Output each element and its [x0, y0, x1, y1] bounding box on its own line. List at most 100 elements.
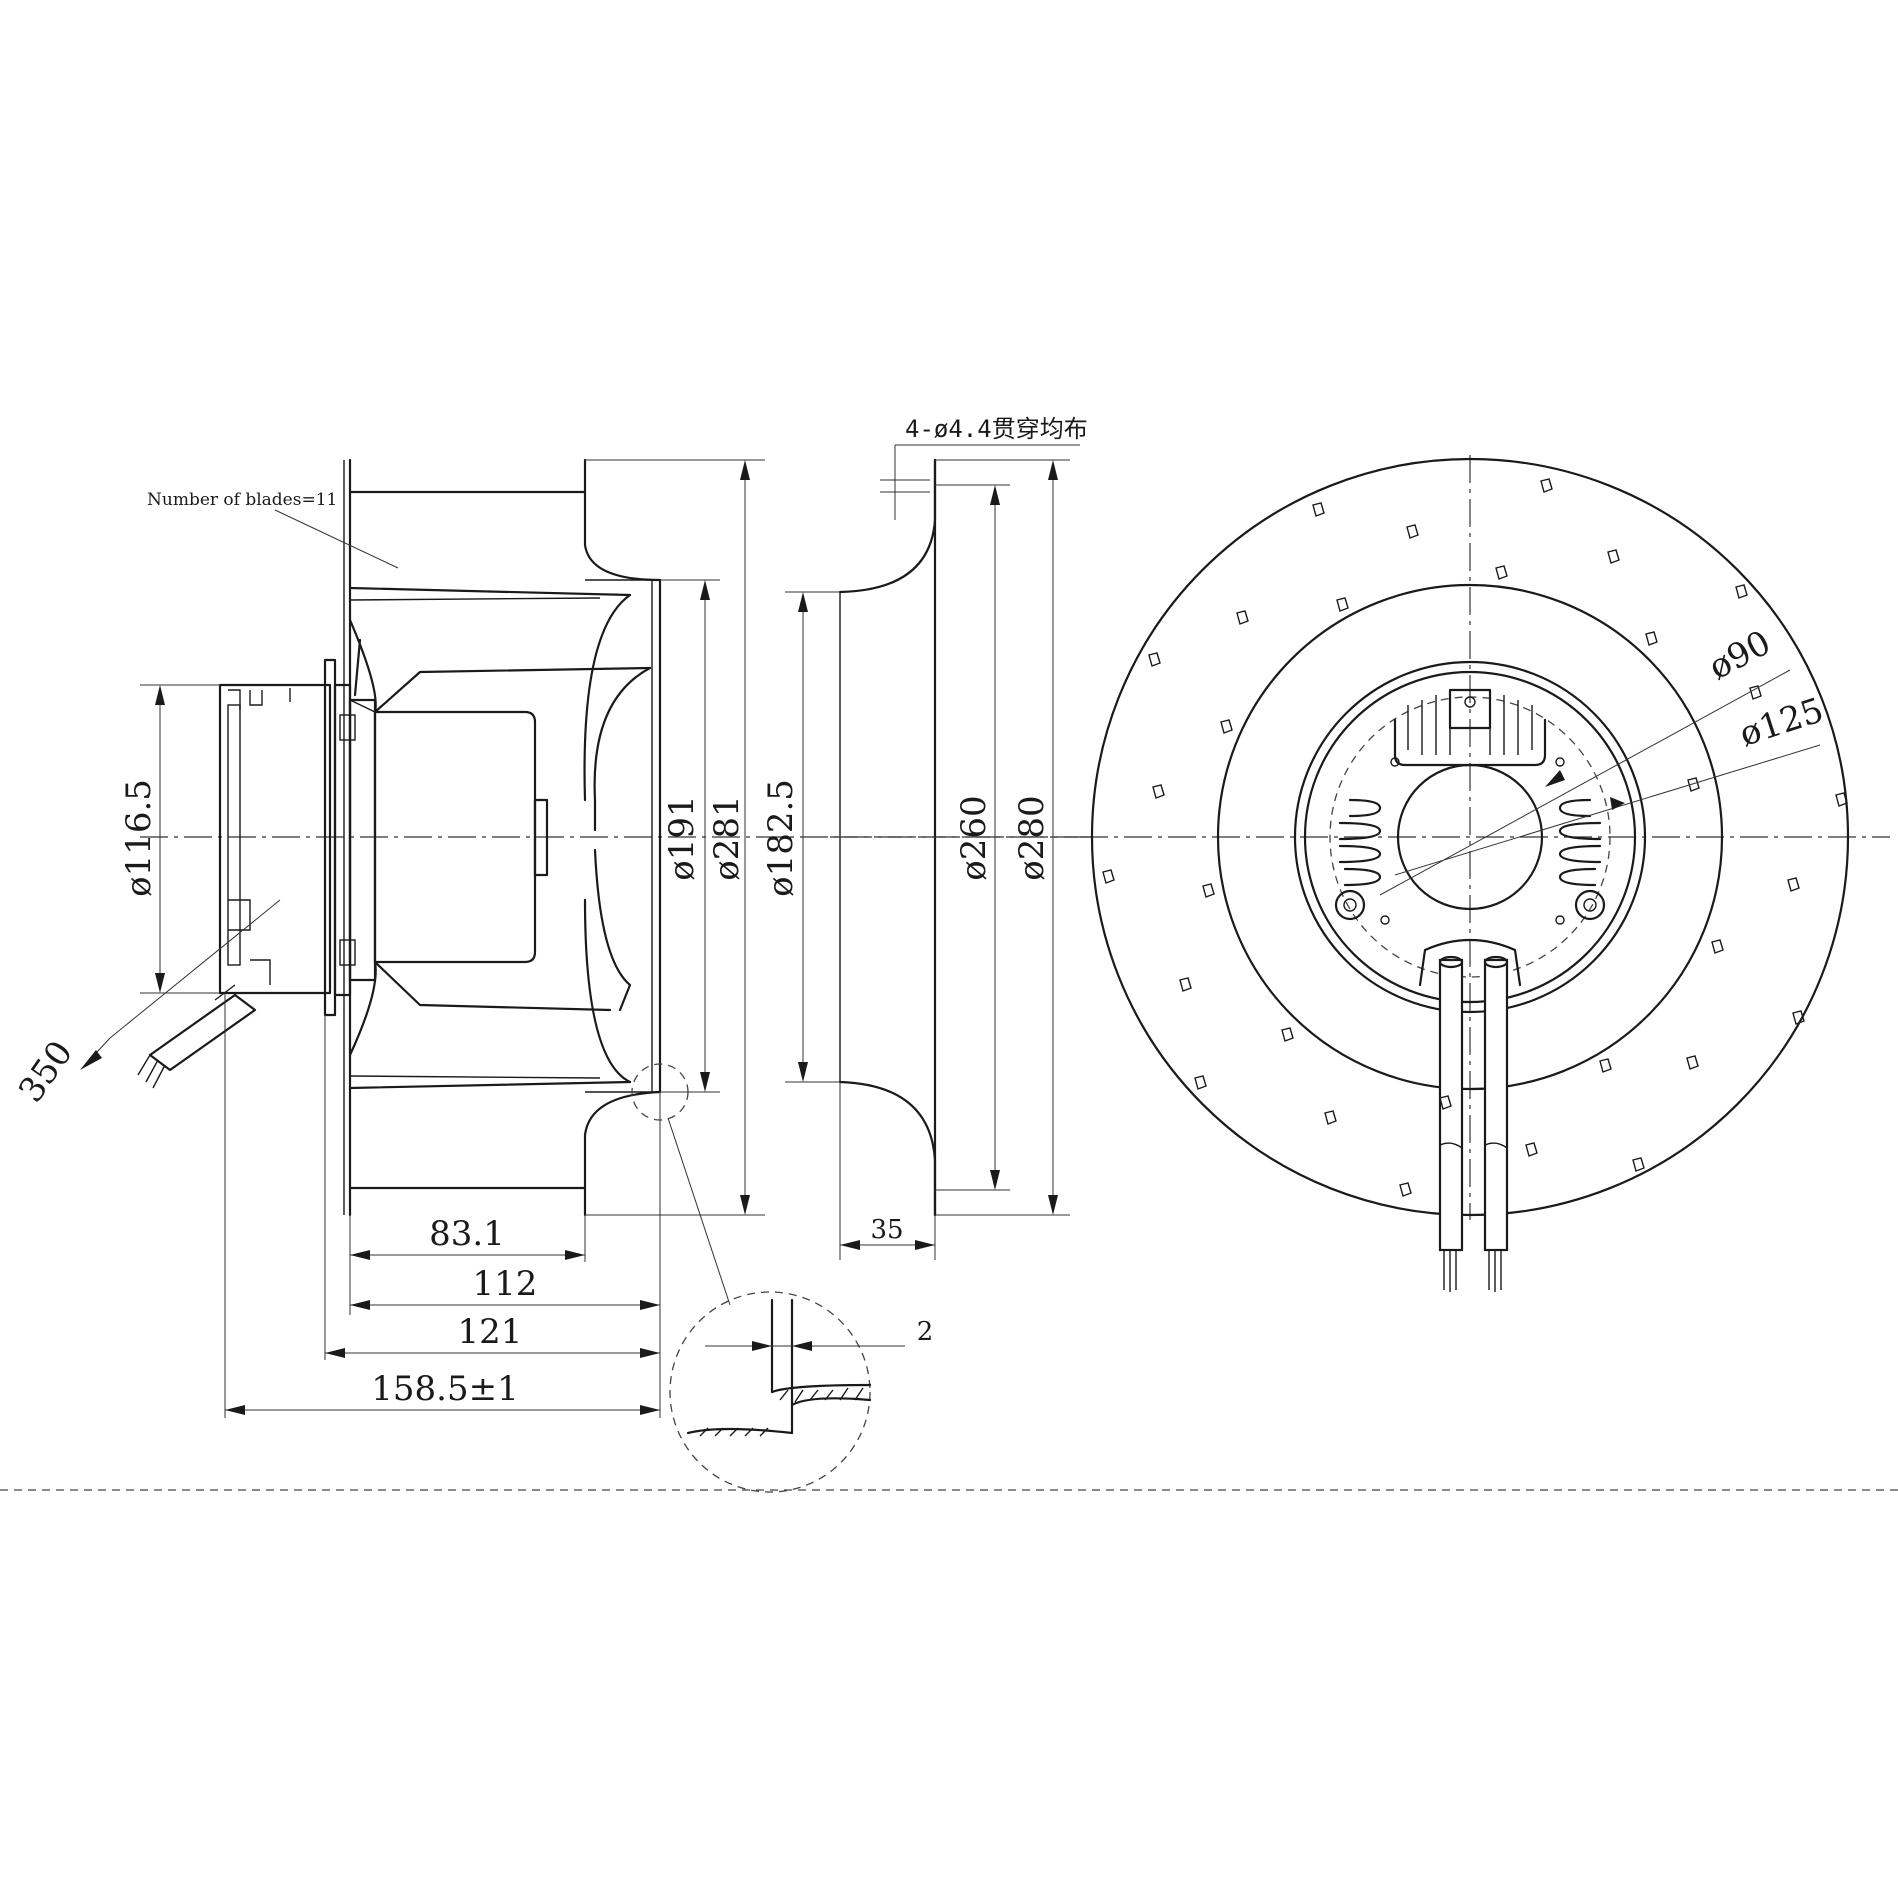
dim-281-label: ø281: [707, 795, 747, 880]
blade-edge-top: [583, 593, 632, 802]
dim-280-arrow-top: [1048, 460, 1058, 480]
blades-note: Number of blades=11: [147, 490, 337, 510]
dim-2-label: 2: [917, 1317, 934, 1347]
blade-rivets: [1102, 478, 1848, 1197]
blade-bottom-2: [348, 960, 377, 1057]
blade-bottom-1b: [349, 1075, 601, 1079]
cable: [137, 984, 257, 1089]
shroud-top: [583, 458, 662, 582]
dim-2-arrow-l: [752, 1341, 772, 1351]
front-view: ø90 ø125: [1080, 455, 1890, 1292]
holes-note: 4-ø4.4贯穿均布: [905, 415, 1088, 443]
dim-112-arrow-l: [350, 1300, 370, 1310]
detail-circle: [669, 1291, 871, 1493]
hole-bl: [1380, 915, 1390, 925]
dim-116-arrow-bottom: [155, 973, 165, 993]
detail-lower-lip: [686, 1427, 794, 1435]
dim-158-label: 158.5±1: [371, 1369, 518, 1409]
dim-280-label: ø280: [1012, 795, 1052, 880]
flange-ring: [348, 698, 377, 982]
flange-tab-bottom: [339, 939, 356, 966]
detail-view: 2: [669, 1291, 934, 1493]
electronics-box: [218, 683, 332, 995]
motor-circle-outer: [1293, 660, 1647, 1014]
dim-350-arrow: [80, 1050, 102, 1070]
dim-260-arrow-top: [990, 485, 1000, 505]
dim-260-label: ø260: [954, 795, 994, 880]
dim-281-arrow-bottom: [740, 1195, 750, 1215]
dim-158-arrow-l: [225, 1405, 245, 1415]
blades-note-leader: [274, 509, 399, 569]
dim-121-label: 121: [458, 1312, 523, 1352]
dim-35-arrow-r: [915, 1240, 935, 1250]
blade-edge-mid-top: [593, 666, 652, 832]
dim-112-arrow-r: [640, 1300, 660, 1310]
inlet-ring-bottom: [838, 1080, 937, 1217]
detail-lower-hatch: [699, 1427, 769, 1437]
cable-exit: [1418, 938, 1522, 987]
blade-top-3: [373, 666, 652, 714]
inlet-ring-view: 4-ø4.4贯穿均布 ø182.5 ø260 ø280 35: [761, 415, 1088, 1260]
dim-83-arrow-r: [565, 1250, 585, 1260]
dim-281-arrow-top: [740, 460, 750, 480]
detail-hatch: [779, 1387, 864, 1403]
motor-rotor: [373, 710, 537, 964]
backplate-circle: [1216, 583, 1724, 1091]
dim-83-arrow-l: [350, 1250, 370, 1260]
electronics-box-inner: [227, 704, 241, 966]
motor-hub-stub: [533, 798, 549, 877]
blade-bottom-3: [373, 960, 612, 1012]
dim-191-label: ø191: [662, 795, 702, 880]
boss-right-hole: [1583, 898, 1597, 912]
blade-edge-mid-bottom: [593, 848, 632, 1012]
dim-350-line: [109, 899, 281, 1039]
hole-br: [1555, 915, 1565, 925]
blade-edge-bottom: [583, 898, 632, 1084]
detail-leader-line: [667, 1117, 731, 1306]
blade-bottom-1: [348, 1080, 632, 1090]
blade-top-4: [349, 699, 376, 713]
flange-tab-top: [339, 714, 356, 741]
dim-350-label: 350: [11, 1034, 81, 1110]
electronics-box-bottom-clips: [228, 899, 271, 985]
dim-121-arrow-l: [325, 1348, 345, 1358]
boss-left: [1334, 889, 1366, 921]
dim-280-arrow-bottom: [1048, 1195, 1058, 1215]
side-view: ø116.5 350 ø191 ø281 83.1: [11, 458, 1095, 1418]
dim-90-arrow: [1545, 770, 1565, 787]
boss-right: [1574, 889, 1606, 921]
dim-260-arrow-bottom: [990, 1170, 1000, 1190]
dim-191-arrow-bottom: [700, 1072, 710, 1092]
cables-front: [1438, 955, 1509, 1292]
dim-182-label: ø182.5: [761, 779, 801, 897]
dim-182-arrow-bottom: [798, 1062, 808, 1082]
dim-116-label: ø116.5: [119, 779, 159, 897]
dim-125-leader: [1394, 744, 1821, 876]
dim-158-arrow-r: [640, 1405, 660, 1415]
electronics-box-top-clips: [228, 688, 291, 710]
boss-left-hole: [1343, 898, 1357, 912]
dim-125-label: ø125: [1735, 690, 1829, 754]
dim-35-arrow-l: [840, 1240, 860, 1250]
dim-182-arrow-top: [798, 592, 808, 612]
blade-top-1: [348, 586, 632, 597]
blade-top-2: [348, 618, 377, 714]
dim-191-arrow-top: [700, 580, 710, 600]
detail-shroud-bottom: [790, 1397, 872, 1407]
shroud-bottom: [583, 1090, 662, 1217]
detail-shroud-top: [770, 1383, 872, 1394]
hole-tl: [1390, 757, 1400, 767]
cooling-fins-top: [1393, 688, 1547, 767]
dim-116-arrow-top: [155, 685, 165, 705]
dim-35-label: 35: [870, 1215, 903, 1245]
dim-125-arrow: [1610, 797, 1625, 810]
dim-121-arrow-r: [640, 1348, 660, 1358]
dim-2-arrow-r: [792, 1341, 812, 1351]
motor-circle: [1303, 670, 1637, 1004]
blade-top-1b: [349, 597, 601, 601]
cooling-fins-left: [1338, 798, 1382, 887]
cooling-fins-right: [1558, 798, 1602, 887]
dim-83-label: 83.1: [429, 1214, 505, 1254]
outer-shroud-circle: [1090, 457, 1850, 1217]
